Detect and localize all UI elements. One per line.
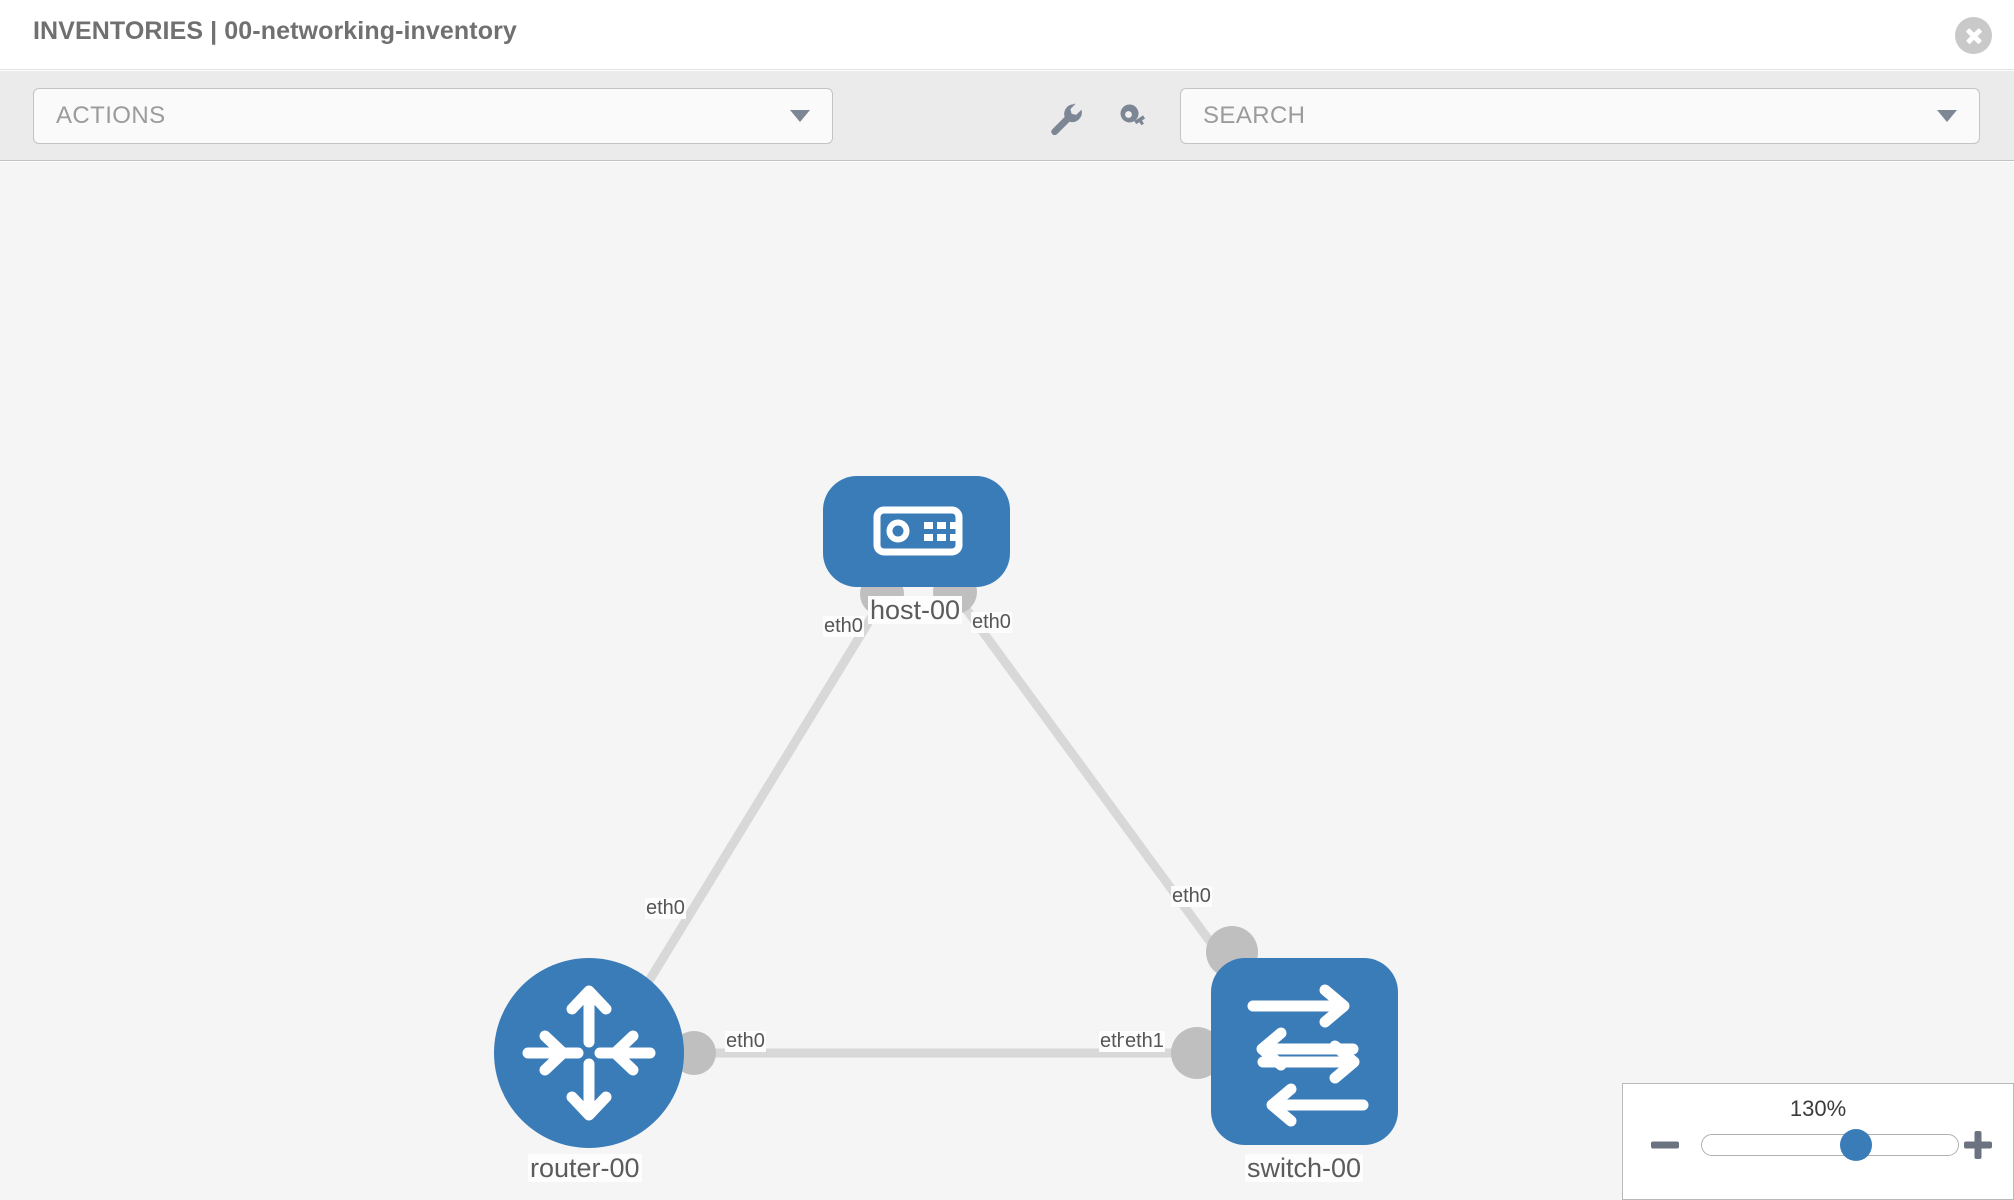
page-header: INVENTORIES | 00-networking-inventory (0, 0, 2014, 70)
node-host-00[interactable] (823, 476, 1010, 587)
port-label-host00-eth0-right: eth0 (971, 611, 1012, 633)
zoom-slider[interactable] (1701, 1129, 1959, 1161)
node-label-switch-00: switch-00 (1245, 1153, 1364, 1183)
topology-graph (494, 476, 1398, 1148)
search-dropdown[interactable]: SEARCH (1180, 88, 1980, 144)
actions-dropdown[interactable]: ACTIONS (33, 88, 833, 144)
topology-ports (672, 570, 1258, 1079)
node-label-host-00: host-00 (868, 595, 963, 625)
port-label-router00-eth0-up: eth0 (645, 897, 686, 919)
close-icon[interactable] (1955, 17, 1992, 54)
node-label-router-00: router-00 (528, 1153, 642, 1183)
zoom-in-button[interactable] (1961, 1128, 1995, 1162)
search-input-placeholder: SEARCH (1203, 102, 1306, 129)
zoom-out-button[interactable] (1648, 1128, 1682, 1162)
zoom-slider-thumb[interactable] (1839, 1129, 1872, 1161)
port-label-switch00-eth0-up: eth0 (1171, 885, 1212, 907)
zoom-control-panel: 130% (1622, 1083, 2014, 1200)
actions-dropdown-label: ACTIONS (56, 102, 166, 129)
port-switch00-eth1[interactable] (1171, 1027, 1223, 1079)
topology-canvas[interactable]: eth0 eth0 eth0 eth0 eth0 eth0 eth1 host-… (0, 162, 2014, 1200)
router-arrows-icon (522, 985, 656, 1121)
zoom-level-value: 130% (1789, 1096, 1847, 1121)
wrench-icon[interactable] (1046, 99, 1086, 139)
key-icon[interactable] (1114, 99, 1154, 139)
node-switch-00[interactable] (1211, 958, 1398, 1145)
node-router-00[interactable] (494, 958, 684, 1148)
switch-arrows-icon (1247, 984, 1369, 1127)
port-label-host00-eth0-left: eth0 (823, 615, 864, 637)
topology-links (629, 584, 1262, 1058)
toolbar: ACTIONS SEARCH (0, 71, 2014, 161)
minus-icon (1651, 1141, 1679, 1149)
server-icon (873, 506, 963, 556)
port-label-switch00-eth1: eth1 (1124, 1030, 1165, 1052)
plus-icon-vertical (1974, 1131, 1982, 1159)
link-host00-switch00[interactable] (946, 584, 1262, 1010)
chevron-down-icon (790, 110, 810, 122)
link-host00-router00[interactable] (629, 584, 894, 1010)
page-title: INVENTORIES | 00-networking-inventory (33, 17, 517, 45)
chevron-down-icon (1937, 110, 1957, 122)
port-label-router00-eth0: eth0 (725, 1030, 766, 1052)
